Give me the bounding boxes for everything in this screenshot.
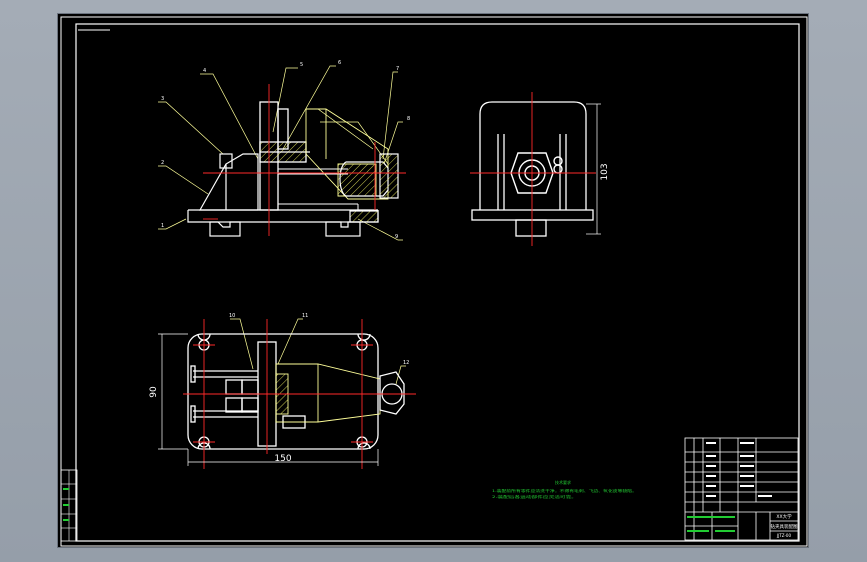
- front-nut: [339, 153, 399, 223]
- side-dimension: [586, 103, 601, 235]
- title-school: XX大学: [776, 513, 792, 520]
- assembly-drawing: 4 5 6 7 3 8 2 1 9: [60, 16, 808, 547]
- drawing-frame: [60, 16, 808, 547]
- front-centerlines: [203, 84, 406, 236]
- top-view[interactable]: 10 11 12: [149, 313, 416, 469]
- drawing-viewport[interactable]: 4 5 6 7 3 8 2 1 9: [57, 13, 809, 548]
- balloon-5: 5: [300, 62, 303, 68]
- top-clamp-body: [275, 363, 381, 423]
- balloon-6: 6: [338, 60, 341, 66]
- balloon-2: 2: [161, 160, 164, 166]
- balloon-1: 1: [161, 223, 164, 229]
- balloon-11: 11: [302, 313, 308, 319]
- title-drawing-no: JJTZ-00: [776, 533, 791, 538]
- side-centerlines: [470, 92, 596, 246]
- notes-line-2: 2.装配后各运动部件应灵活可靠。: [492, 494, 577, 499]
- balloon-3: 3: [161, 96, 164, 102]
- balloon-7: 7: [396, 66, 399, 72]
- balloon-8: 8: [407, 116, 410, 122]
- front-view[interactable]: 4 5 6 7 3 8 2 1 9: [158, 60, 410, 241]
- revision-strip: [60, 469, 78, 542]
- dim-height-103: 103: [600, 163, 610, 180]
- front-post: [259, 101, 310, 211]
- top-dimensions: [158, 333, 379, 466]
- front-rod: [278, 168, 359, 210]
- balloon-12: 12: [403, 360, 409, 366]
- top-centerlines: [183, 319, 416, 469]
- side-outline: [471, 101, 594, 237]
- dim-width-150: 150: [274, 454, 291, 464]
- title-block[interactable]: XX大学 钻夹具装配图 JJTZ-00: [684, 437, 799, 541]
- balloon-4: 4: [203, 68, 206, 74]
- balloon-9: 9: [395, 234, 398, 240]
- top-balloons: 10 11 12: [229, 313, 409, 366]
- front-balloons: 4 5 6 7 3 8 2 1 9: [161, 60, 410, 240]
- notes-line-1: 1.装配前所有零件应清洗干净，不得有毛刺、飞边、氧化皮等缺陷。: [492, 488, 637, 493]
- dim-depth-90: 90: [149, 386, 159, 398]
- balloon-10: 10: [229, 313, 235, 319]
- side-view[interactable]: 103: [470, 92, 610, 246]
- front-bracket: [198, 153, 259, 211]
- technical-notes: 技术要求 1.装配前所有零件应清洗干净，不得有毛刺、飞边、氧化皮等缺陷。 2.装…: [492, 479, 637, 499]
- notes-heading: 技术要求: [555, 479, 571, 485]
- top-nut: [379, 371, 405, 415]
- top-leaders: [230, 318, 406, 385]
- title-drawing-name: 钻夹具装配图: [771, 523, 798, 530]
- front-clamp-body: [305, 108, 389, 200]
